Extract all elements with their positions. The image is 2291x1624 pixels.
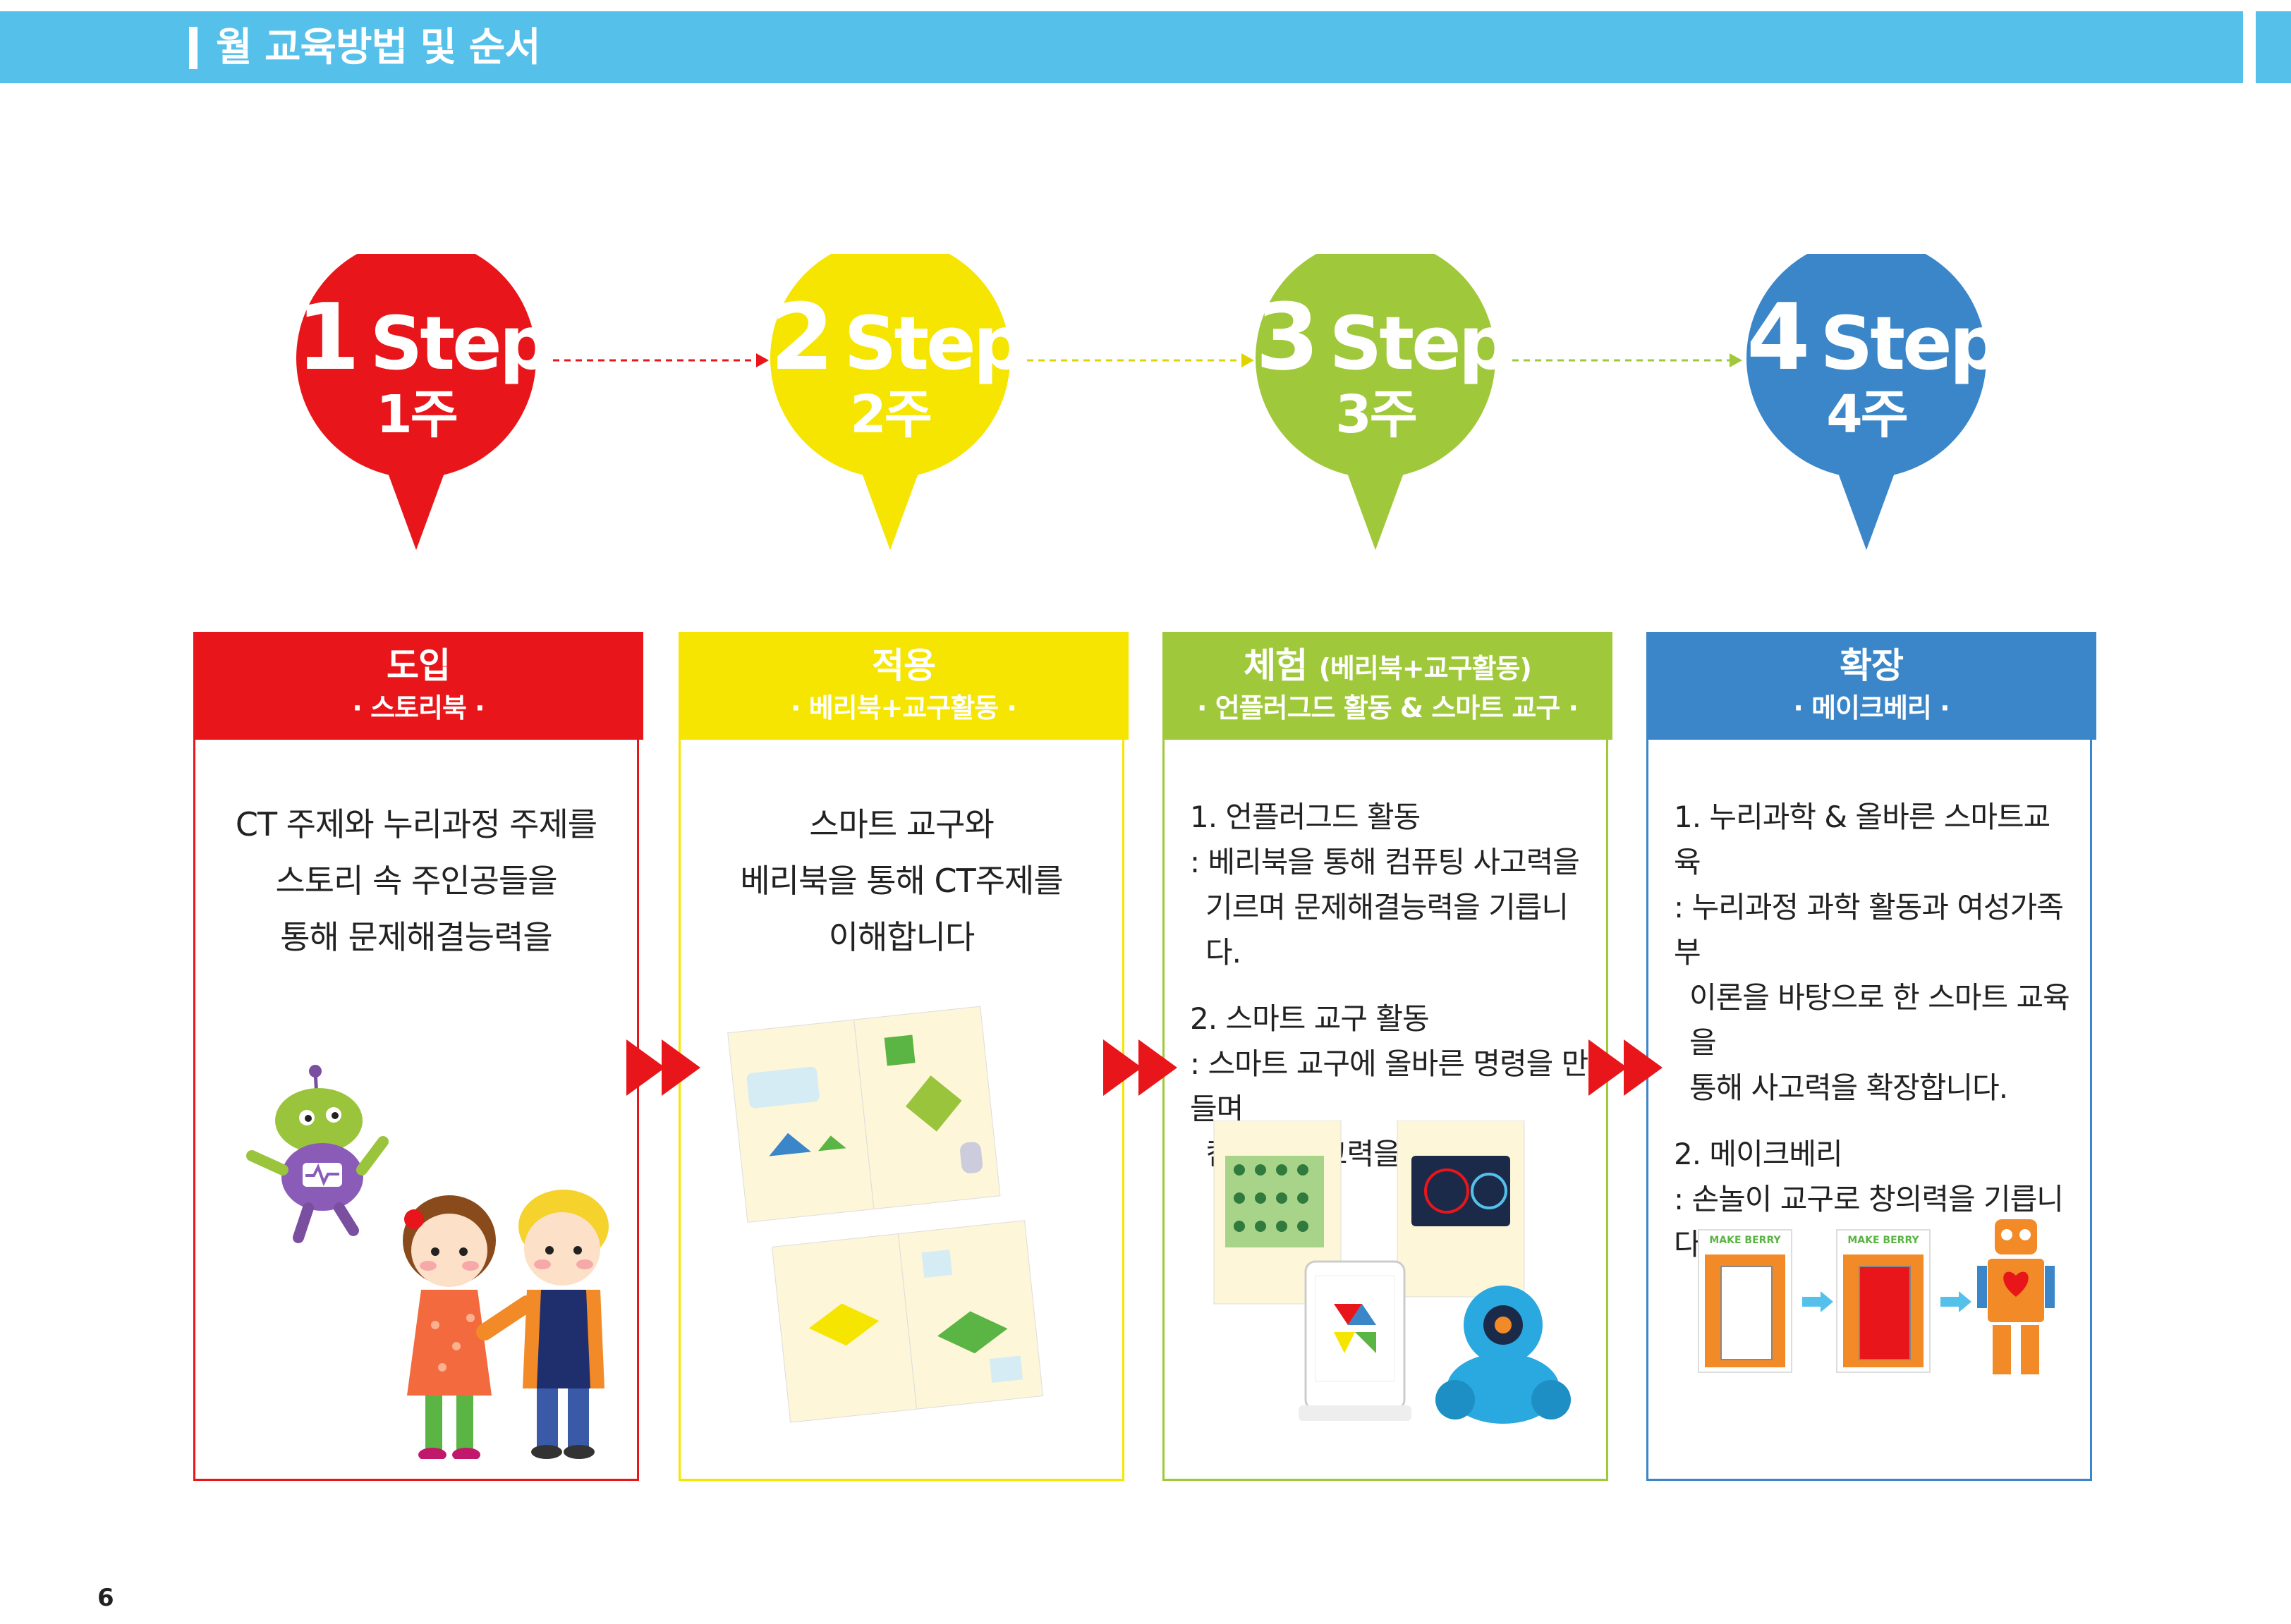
card-header: 도입 · 스토리북 · bbox=[193, 632, 643, 740]
smart-toy-illustration bbox=[1213, 1121, 1571, 1424]
paper-robot-icon bbox=[1977, 1219, 2055, 1374]
card-line: 이해합니다 bbox=[828, 918, 976, 956]
make-berry-label: MAKE BERRY bbox=[1847, 1235, 1919, 1246]
card-header: 확장 · 메이크베리 · bbox=[1646, 632, 2096, 740]
make-berry-label: MAKE BERRY bbox=[1709, 1235, 1781, 1246]
card-body: 1. 누리과학 & 올바른 스마트교육 : 누리과정 과학 활동과 여성가족부 … bbox=[1674, 795, 2073, 1267]
step-week: 1주 bbox=[376, 384, 458, 445]
make-berry-card-2: MAKE BERRY bbox=[1836, 1229, 1931, 1373]
arrow-right-icon bbox=[1940, 1291, 1971, 1312]
story-characters-illustration bbox=[246, 1065, 609, 1459]
card-line: 통해 사고력을 확장합니다. bbox=[1689, 1070, 2008, 1105]
card-subtitle: · 언플러그드 활동 & 스마트 교구 · bbox=[1197, 692, 1579, 724]
card-line: 베리북을 통해 CT주제를 bbox=[740, 862, 1063, 900]
card-line: : 누리과정 과학 활동과 여성가족부 bbox=[1674, 890, 2064, 970]
card-subtitle: · 베리북+교구활동 · bbox=[791, 692, 1017, 724]
card-title: 확장 bbox=[1840, 645, 1904, 686]
double-arrow-icon bbox=[1588, 1039, 1663, 1096]
header-bar bbox=[189, 27, 198, 69]
card-item-heading: 2. 스마트 교구 활동 bbox=[1190, 1001, 1430, 1036]
card-subtitle: · 스토리북 · bbox=[352, 692, 485, 724]
arrow-right-icon bbox=[1802, 1291, 1833, 1312]
card-experience: 체험 (베리북+교구활동) · 언플러그드 활동 & 스마트 교구 · 1. 언… bbox=[1162, 632, 1612, 1481]
card-line: 이론을 바탕으로 한 스마트 교육을 bbox=[1689, 980, 2070, 1060]
header-accent bbox=[2256, 11, 2291, 83]
card-item-heading: 1. 언플러그드 활동 bbox=[1190, 800, 1421, 834]
make-berry-illustration: MAKE BERRY MAKE BERRY bbox=[1698, 1219, 2055, 1384]
card-item-heading: 1. 누리과학 & 올바른 스마트교육 bbox=[1674, 800, 2050, 879]
card-line: 기르며 문제해결능력을 기릅니다. bbox=[1205, 890, 1569, 970]
card-line: : 손놀이 교구로 창의력을 기릅니다. bbox=[1674, 1182, 2064, 1262]
berry-book-illustration bbox=[727, 1006, 1044, 1423]
connector-arrow-3 bbox=[1512, 353, 1742, 367]
card-expand: 확장 · 메이크베리 · 1. 누리과학 & 올바른 스마트교육 : 누리과정 … bbox=[1646, 632, 2096, 1481]
card-body: 스마트 교구와 베리북을 통해 CT주제를 이해합니다 bbox=[681, 796, 1122, 965]
card-apply: 적용 · 베리북+교구활동 · 스마트 교구와 베리북을 통해 CT주제를 이해… bbox=[679, 632, 1129, 1481]
card-line: : 스마트 교구에 올바른 명령을 만들며 bbox=[1190, 1046, 1588, 1126]
make-berry-card-1: MAKE BERRY bbox=[1698, 1229, 1792, 1373]
card-line: : 베리북을 통해 컴퓨팅 사고력을 bbox=[1190, 845, 1580, 879]
page-title: 월 교육방법 및 순서 bbox=[216, 25, 541, 71]
card-line: 통해 문제해결능력을 bbox=[280, 918, 553, 956]
step-week: 3주 bbox=[1335, 384, 1418, 445]
connector-arrow-1 bbox=[553, 353, 769, 367]
step-week: 4주 bbox=[1826, 384, 1909, 445]
double-arrow-icon bbox=[626, 1039, 700, 1096]
card-header: 체험 (베리북+교구활동) · 언플러그드 활동 & 스마트 교구 · bbox=[1162, 632, 1612, 740]
card-header: 적용 · 베리북+교구활동 · bbox=[679, 632, 1129, 740]
step-week: 2주 bbox=[850, 384, 932, 445]
card-line: 스토리 속 주인공들을 bbox=[275, 862, 557, 900]
card-body: CT 주제와 누리과정 주제를 스토리 속 주인공들을 통해 문제해결능력을 bbox=[195, 796, 637, 965]
card-line: 스마트 교구와 bbox=[809, 805, 995, 843]
page-number: 6 bbox=[97, 1584, 114, 1612]
card-line: CT 주제와 누리과정 주제를 bbox=[235, 805, 597, 843]
double-arrow-icon bbox=[1103, 1039, 1177, 1096]
card-body: 1. 언플러그드 활동 : 베리북을 통해 컴퓨팅 사고력을 기르며 문제해결능… bbox=[1190, 795, 1589, 1177]
card-title: 체험 (베리북+교구활동) bbox=[1244, 645, 1532, 686]
connector-arrow-2 bbox=[1027, 353, 1254, 367]
header-band bbox=[0, 11, 2243, 83]
card-title: 도입 bbox=[387, 645, 451, 686]
card-item-heading: 2. 메이크베리 bbox=[1674, 1137, 1843, 1171]
card-title: 적용 bbox=[872, 645, 936, 686]
card-subtitle: · 메이크베리 · bbox=[1793, 692, 1950, 724]
card-intro: 도입 · 스토리북 · CT 주제와 누리과정 주제를 스토리 속 주인공들을 … bbox=[193, 632, 643, 1481]
